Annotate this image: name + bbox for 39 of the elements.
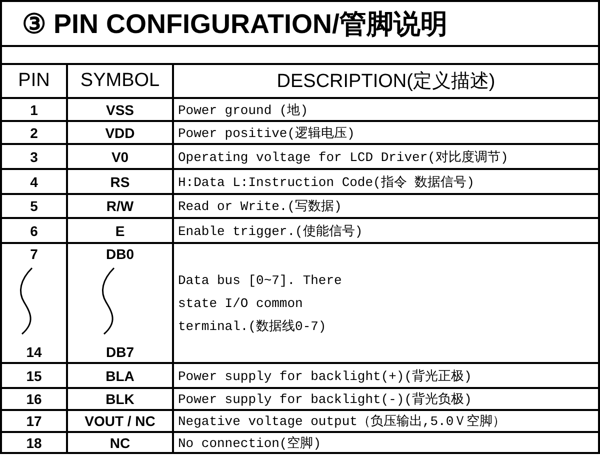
pin-number-cell: 1 [1, 98, 67, 121]
pin-number-cell: 3 [1, 144, 67, 169]
symbol-cell: BLA [67, 363, 173, 388]
description-cell: H:Data L:Instruction Code(指令 数据信号) [173, 169, 599, 194]
symbol-cell: VDD [67, 121, 173, 144]
description-cell: Enable trigger.(使能信号) [173, 218, 599, 243]
pin-number: 7 [29, 246, 39, 262]
description-cell: Read or Write.(写数据) [173, 194, 599, 218]
symbol-cell: VSS [67, 98, 173, 121]
description-cell: Power supply for backlight(-)(背光负极) [173, 388, 599, 410]
description-cell: Power supply for backlight(+)(背光正极) [173, 363, 599, 388]
pin-number-cell: 2 [1, 121, 67, 144]
pin-number: 14 [25, 344, 43, 360]
pin-number-cell: 6 [1, 218, 67, 243]
pin-number-cell: 18 [1, 432, 67, 453]
symbol-cell: R/W [67, 194, 173, 218]
symbol-cell: RS [67, 169, 173, 194]
symbol-cell: E [67, 218, 173, 243]
description-cell: Negative voltage output（负压输出,5.0Ｖ空脚） [173, 410, 599, 432]
symbol-cell: BLK [67, 388, 173, 410]
pin-number-cell: 16 [1, 388, 67, 410]
pin-number-cell: 17 [1, 410, 67, 432]
table-title: ③ PIN CONFIGURATION/管脚说明 [1, 1, 599, 46]
description-cell: Operating voltage for LCD Driver(对比度调节) [173, 144, 599, 169]
description-cell: Power positive(逻辑电压) [173, 121, 599, 144]
symbol-cell: VOUT / NC [67, 410, 173, 432]
pin-symbol: DB7 [104, 344, 135, 360]
pin-number-cell: 5 [1, 194, 67, 218]
pin-number-cell: 15 [1, 363, 67, 388]
pin-number-cell: 4 [1, 169, 67, 194]
description-cell: Data bus [0~7]. There state I/O common terminal.(数据线0-7) [173, 243, 599, 363]
header-cell: PIN [1, 64, 67, 98]
pin-symbol: DB0 [104, 246, 135, 262]
header-cell: SYMBOL [67, 64, 173, 98]
header-cell: DESCRIPTION(定义描述) [173, 64, 599, 98]
description-cell: Power ground (地) [173, 98, 599, 121]
symbol-cell: V0 [67, 144, 173, 169]
description-cell: No connection(空脚) [173, 432, 599, 453]
symbol-cell: NC [67, 432, 173, 453]
